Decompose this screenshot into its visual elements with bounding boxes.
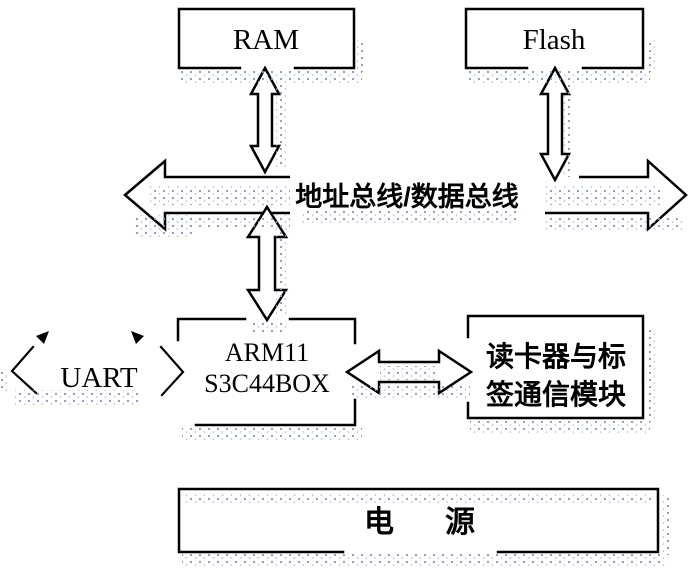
cpu-box [176, 317, 357, 427]
bus-label-backdrop [290, 166, 545, 218]
flash-box [464, 7, 645, 70]
power-label-left: 电 [364, 506, 394, 539]
cpu-label-line1: ARM11 [225, 338, 309, 367]
uart-tick-right-icon [131, 331, 144, 344]
bus-label: 地址总线/数据总线 [295, 182, 519, 212]
cpu-label-line2: S3C44BOX [204, 369, 330, 398]
shadow-dots [0, 40, 685, 567]
ram-bus-double-arrow [248, 65, 282, 175]
uart-chevron-right [159, 345, 185, 397]
ram-label: RAM [233, 24, 299, 56]
ram-box [177, 7, 356, 70]
power-label-right: 源 [445, 506, 475, 539]
uart-label: UART [60, 362, 137, 394]
reader-label-line1: 读卡器与标 [486, 341, 626, 372]
uart-tick-left-icon [36, 331, 49, 344]
reader-box [466, 314, 645, 420]
reader-label-line2: 签通信模块 [486, 378, 626, 410]
power-box [177, 487, 660, 554]
uart-chevron-left [10, 345, 38, 395]
flash-label: Flash [523, 24, 586, 56]
